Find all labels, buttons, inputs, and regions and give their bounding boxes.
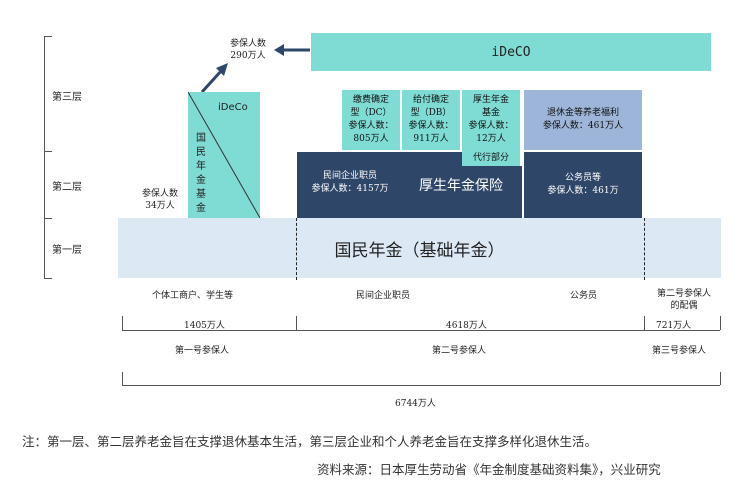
national-pension-box: 国民年金（基础年金） bbox=[118, 218, 721, 278]
category-spouse: 第二号参保人的配偶 bbox=[656, 289, 711, 311]
count-first: 1405万人 bbox=[184, 321, 225, 331]
efp-box: 厚生年金 基金 参保人数： 12万人 bbox=[462, 90, 520, 150]
kosei-private-box: 民间企业职员 参保人数：4157万 bbox=[297, 152, 462, 218]
ideco-small-count-label: 参保人数 bbox=[141, 189, 178, 199]
retirement-benefit-box: 退休金等养老福利 参保人数：461万人 bbox=[524, 90, 642, 150]
arrow-left-icon bbox=[274, 44, 310, 56]
proxy-part-box: 代行部分 bbox=[462, 150, 520, 166]
arrow-up-right-icon bbox=[200, 63, 228, 94]
ideco-small-label: iDeCo bbox=[218, 102, 248, 113]
ideco-count: 参保人数 290万人 bbox=[222, 38, 274, 62]
ideco-small-count-value: 34万人 bbox=[145, 201, 175, 211]
category-civil-servant: 公务员 bbox=[570, 291, 598, 301]
civil-servant-box: 公务员等 参保人数：461万 bbox=[524, 152, 642, 218]
dc-box: 缴费确定 型（DC） 参保人数： 805万人 bbox=[342, 90, 400, 150]
diagonal-divider bbox=[188, 92, 260, 218]
footnote: 注：第一层、第二层养老金旨在支撑退休基本生活，第三层企业和个人养老金旨在支撑多样… bbox=[22, 434, 598, 449]
national-fund-label: 国民年金基金 bbox=[196, 133, 206, 214]
layer-3-label: 第三层 bbox=[52, 92, 82, 103]
ideco-small-count: 参保人数 34万人 bbox=[132, 188, 188, 212]
divider-2 bbox=[644, 218, 645, 280]
category-private-employee: 民间企业职员 bbox=[356, 291, 411, 301]
count-second: 4618万人 bbox=[446, 321, 487, 331]
category-self-employed: 个体工商户、学生等 bbox=[152, 291, 234, 301]
insured-type-third: 第三号参保人 bbox=[652, 346, 707, 356]
ideco-count-value: 290万人 bbox=[230, 51, 266, 61]
count-total: 6744万人 bbox=[395, 399, 436, 409]
kosei-proxy-below-box bbox=[462, 166, 522, 218]
insured-type-first: 第一号参保人 bbox=[175, 346, 230, 356]
ideco-national-fund-box: iDeCo 国民年金基金 bbox=[188, 92, 260, 218]
layer-1-label: 第一层 bbox=[52, 245, 82, 256]
insured-type-second: 第二号参保人 bbox=[432, 346, 487, 356]
count-third: 721万人 bbox=[656, 321, 692, 331]
kosei-pension-label: 厚生年金保险 bbox=[419, 178, 503, 194]
ideco-count-label: 参保人数 bbox=[229, 39, 266, 49]
source-note: 资料来源：日本厚生劳动省《年金制度基础资料集》，兴业研究 bbox=[317, 462, 661, 477]
db-box: 给付确定 型（DB） 参保人数： 911万人 bbox=[402, 90, 460, 150]
private-employee-info: 民间企业职员 参保人数：4157万 bbox=[311, 171, 389, 194]
layer-2-label: 第二层 bbox=[52, 182, 82, 193]
ideco-top-box: iDeCO bbox=[311, 33, 711, 71]
divider-1 bbox=[296, 218, 297, 280]
